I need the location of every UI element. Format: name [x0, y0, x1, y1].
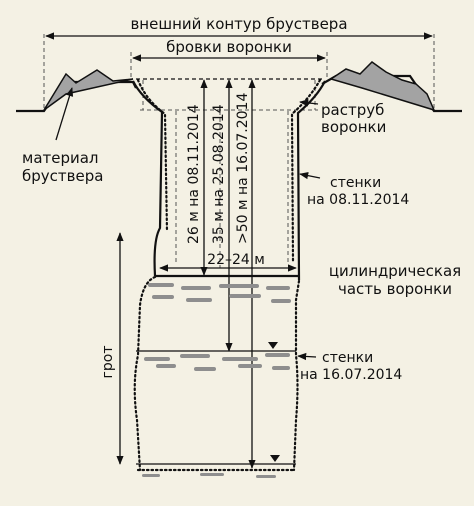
depth-label-1: 26 м на 08.11.2014	[186, 104, 202, 244]
water-marks	[142, 283, 291, 478]
depth-label-2: 35 м на 25.08.2014	[211, 104, 227, 244]
walls-2014-07-label-2: на 16.07.2014	[300, 367, 402, 383]
grotto-label: грот	[100, 346, 116, 379]
parapet-right-icon	[329, 61, 436, 112]
socket-label-1: раструб	[321, 101, 384, 119]
water-levels	[136, 350, 296, 465]
crater-walls-2014-07	[133, 78, 322, 472]
cylindrical-part-label-2: часть воронки	[338, 280, 452, 298]
walls-2014-07-pointer	[297, 352, 317, 361]
parapet-material-label-1: материал	[22, 149, 99, 167]
diameter-label: 22–24 м	[207, 252, 265, 268]
parapet-left-icon	[43, 69, 134, 111]
outer-contour-label: внешний контур бруствера	[130, 15, 347, 33]
parapet-material-label-2: бруствера	[22, 167, 103, 185]
cylindrical-part-label-1: цилиндрическая	[329, 262, 461, 280]
crater-edges-label: бровки воронки	[166, 38, 292, 56]
walls-2014-11-label-1: стенки	[330, 175, 381, 191]
socket-label-2: воронки	[321, 118, 386, 136]
walls-2014-07-label-1: стенки	[322, 350, 373, 366]
socket-pointer	[299, 99, 319, 107]
water-level-markers	[268, 342, 280, 462]
depth-label-3: >50 м на 16.07.2014	[235, 93, 251, 244]
walls-2014-11-pointer	[299, 172, 321, 180]
walls-2014-11-label-2: на 08.11.2014	[307, 192, 409, 208]
parapet-material-pointer	[55, 87, 74, 141]
